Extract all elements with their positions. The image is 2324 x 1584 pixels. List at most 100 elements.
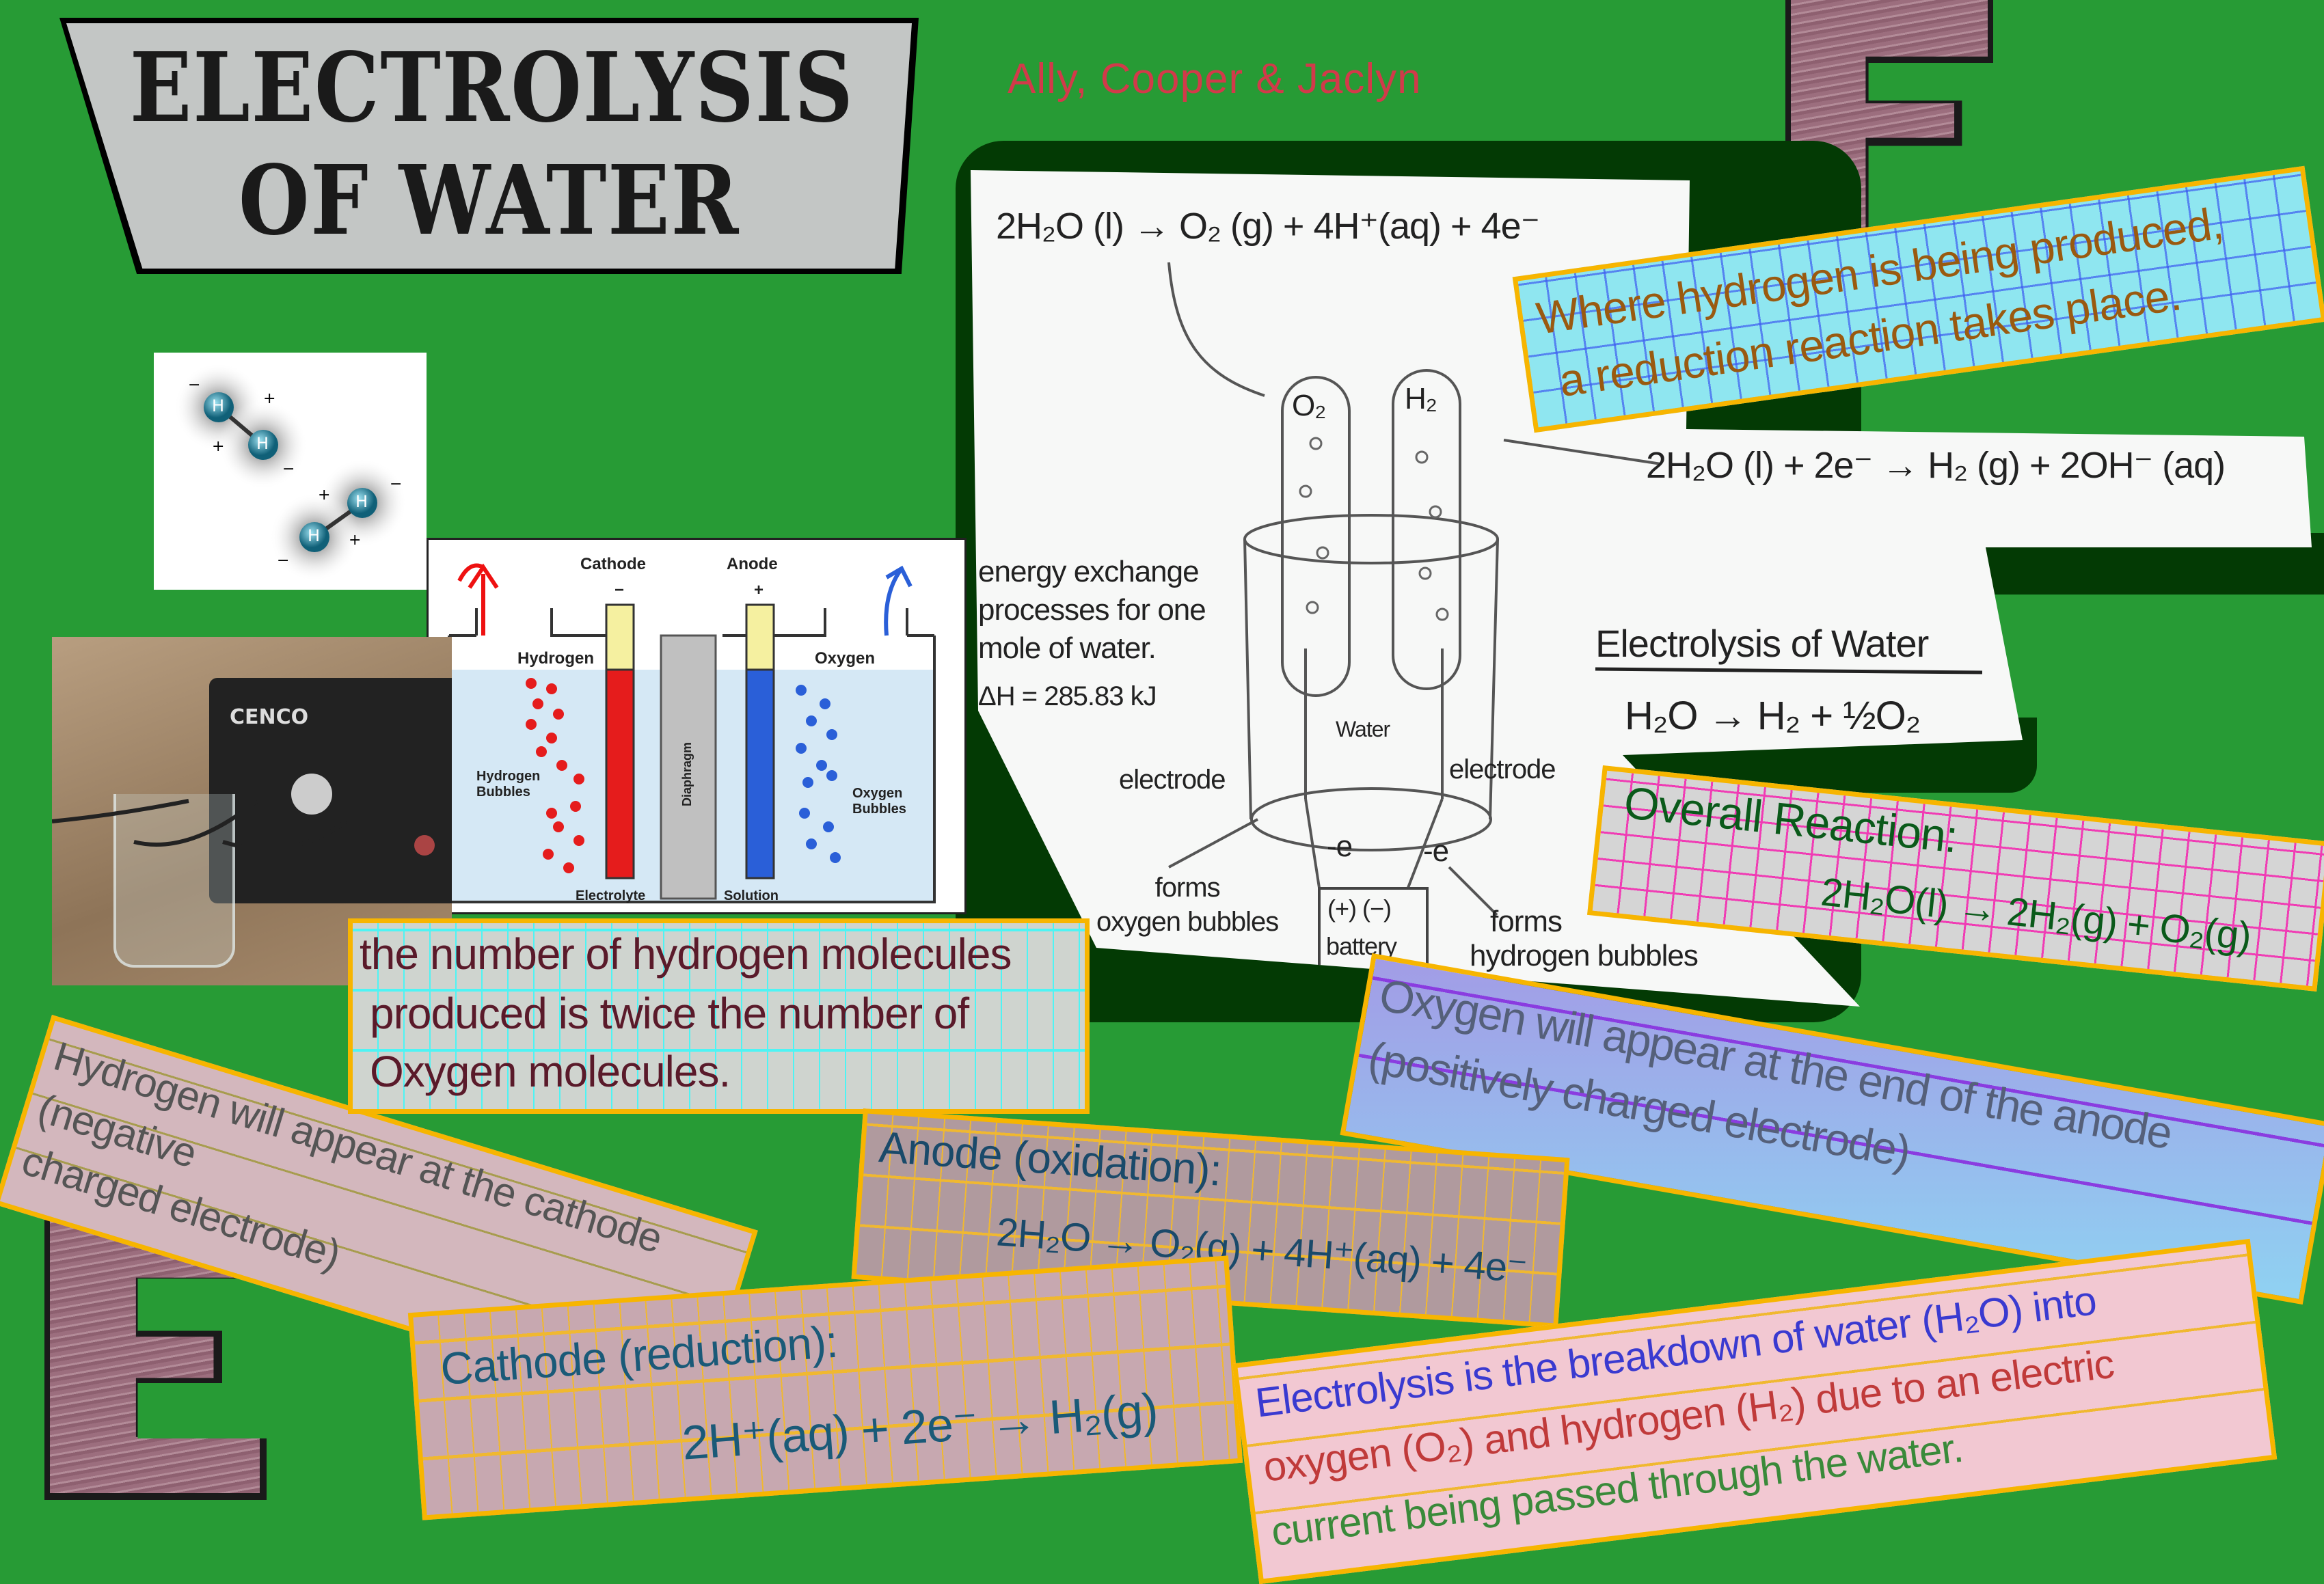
electrolyte-label: Electrolyte	[576, 888, 646, 903]
anode-label: Anode	[727, 555, 778, 573]
oxygen-bubble	[802, 777, 813, 788]
molecule-ratio-card: the number of hydrogen molecules produce…	[348, 918, 1090, 1114]
heading-underline	[1595, 667, 1983, 674]
hydrogen-bubble	[546, 733, 557, 743]
oxygen-bubble	[796, 743, 807, 754]
atom-label: H	[355, 492, 368, 511]
hydrogen-bubble	[546, 808, 557, 819]
water-beaker	[113, 794, 235, 968]
hydrogen-bubble	[532, 698, 543, 709]
oxygen-bubble	[806, 715, 817, 726]
electrode-right-label: electrode	[1449, 754, 1556, 784]
charge-minus: −	[188, 377, 201, 394]
summary-equation: H₂O → H₂ + ½O₂	[1625, 694, 1921, 738]
atom-label: H	[212, 396, 225, 415]
note-line: forms	[1154, 873, 1221, 903]
forms-oxygen-note: forms oxygen bubbles	[1096, 871, 1279, 939]
electron-right: -e	[1423, 834, 1449, 868]
solution-label: Solution	[724, 888, 779, 903]
diaphragm	[660, 634, 717, 900]
oxygen-bubble	[799, 808, 810, 819]
hydrogen-bubble	[563, 862, 574, 873]
note-line: hydrogen bubbles	[1470, 939, 1699, 972]
device-brand: CENCO	[230, 705, 309, 729]
delta-h: ΔH = 285.83 kJ	[978, 681, 1157, 711]
hydrogen-molecules-image: H H H H + + − − + + − −	[154, 353, 427, 590]
charge-plus: +	[263, 390, 276, 407]
electrode-left-label: electrode	[1119, 765, 1226, 795]
forms-hydrogen-note: forms hydrogen bubbles	[1470, 905, 1699, 973]
hydrogen-bubble	[570, 801, 581, 812]
charge-plus: +	[212, 438, 225, 455]
oxygen-bubble	[796, 685, 807, 696]
label-line: Bubbles	[852, 802, 906, 817]
sketch-anode-equation: 2H₂O (l) → O₂ (g) + 4H⁺(aq) + 4e⁻	[996, 206, 1540, 247]
anode-electrode	[745, 668, 775, 879]
label-line: Hydrogen	[476, 769, 541, 784]
sketch-cathode-equation: 2H₂O (l) + 2e⁻ → H₂ (g) + 2OH⁻ (aq)	[1646, 445, 2226, 486]
anode-sign: +	[754, 581, 764, 599]
title-line-1: ELECTROLYSIS	[129, 32, 854, 144]
hydrogen-bubble	[526, 719, 537, 730]
oxygen-bubble	[806, 838, 817, 849]
oxygen-bubble	[820, 698, 830, 709]
tube-o2-label: O₂	[1292, 389, 1326, 422]
electron-left: -e	[1327, 830, 1353, 863]
energy-line: mole of water.	[978, 631, 1157, 665]
authors: Ally, Cooper & Jaclyn	[1008, 55, 1422, 103]
oxygen-bubble	[826, 770, 837, 781]
oxygen-arrow-icon	[884, 565, 913, 636]
hydrogen-bubble	[573, 835, 584, 846]
arrow-to-o2	[1167, 262, 1265, 397]
water-label: Water	[1336, 717, 1390, 741]
charge-minus: −	[282, 461, 295, 478]
hydrogen-bubble	[553, 709, 564, 720]
note-line: oxygen bubbles	[1096, 907, 1279, 937]
cathode-heading: Cathode (reduction):	[439, 1315, 839, 1395]
hydrogen-bubble	[546, 683, 557, 694]
energy-line: processes for one	[978, 593, 1206, 627]
charge-plus: +	[318, 487, 331, 504]
hydrogen-bubble	[526, 678, 537, 689]
energy-line: energy exchange	[978, 555, 1200, 588]
oxygen-bubble	[823, 821, 834, 832]
power-knob	[291, 774, 332, 815]
title-plaque: ELECTROLYSIS OF WATER	[66, 23, 912, 269]
hydrogen-bubble	[543, 849, 554, 860]
terminal	[414, 835, 435, 856]
note-line: Oxygen molecules.	[370, 1047, 731, 1096]
atom-label: H	[256, 434, 269, 453]
diaphragm-label: Diaphragm	[680, 741, 694, 806]
oxygen-bubble	[816, 760, 827, 771]
sketch-heading: Electrolysis of Water	[1595, 622, 1929, 665]
arrow-to-h2	[1503, 439, 1662, 465]
oxygen-label: Oxygen	[815, 649, 876, 668]
hydrogen-label: Hydrogen	[517, 649, 595, 668]
tube-h2-label: H₂	[1405, 382, 1437, 415]
cathode-electrode	[605, 668, 635, 879]
charge-minus: −	[277, 552, 290, 569]
charge-plus: +	[349, 532, 362, 549]
battery-terminals: (+) (−)	[1327, 895, 1392, 923]
label-line: Oxygen	[852, 786, 903, 801]
charge-minus: −	[390, 476, 403, 493]
hydrogen-arrow-icon	[457, 563, 499, 636]
cell-drawing	[448, 563, 936, 903]
h2-molecule-icon	[174, 363, 407, 582]
oxygen-bubble	[830, 852, 841, 863]
hydrogen-bubble	[553, 821, 564, 832]
atom-label: H	[308, 526, 321, 545]
electrolysis-cell-diagram: Cathode Anode − + Hydrogen Oxygen Hydrog…	[427, 538, 967, 914]
apparatus-drawing	[1167, 262, 1983, 972]
hydrogen-bubble	[556, 760, 567, 771]
overall-equation: 2H₂O(l) → 2H₂(g) + O₂(g)	[1819, 869, 2254, 959]
oxygen-bubble	[826, 729, 837, 740]
hydrogen-bubble	[573, 774, 584, 784]
note-line: forms	[1490, 905, 1563, 938]
power-supply: CENCO	[209, 678, 452, 903]
cathode-label: Cathode	[580, 555, 646, 573]
anode-heading: Anode (oxidation):	[877, 1122, 1223, 1195]
wires	[52, 799, 347, 851]
energy-note: energy exchange processes for one mole o…	[978, 553, 1206, 715]
